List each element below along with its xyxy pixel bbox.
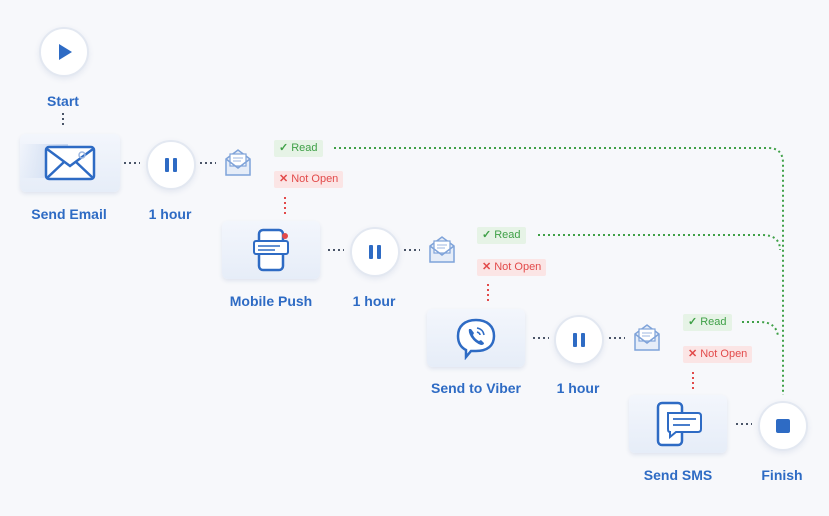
not-open-badge-2: ✕Not Open [477,259,547,276]
sms-phone-icon [656,401,702,447]
mobile-push-node[interactable] [222,221,320,279]
send-viber-label: Send to Viber [431,380,521,396]
read-badge-3: ✓Read [683,314,732,331]
not-open-badge-3: ✕Not Open [683,346,753,363]
read-badge-2: ✓Read [477,227,526,244]
viber-icon [456,318,496,360]
open-check-icon [225,149,251,176]
pause-icon [369,245,381,259]
wait-label-3: 1 hour [556,380,600,396]
pause-icon [573,333,585,347]
read-path-2 [538,234,781,251]
stop-icon [776,419,790,433]
send-sms-node[interactable] [629,395,727,453]
open-check-icon [429,236,455,263]
not-open-badge-1: ✕Not Open [274,171,344,188]
read-path-3 [742,321,779,337]
start-node[interactable] [39,27,89,77]
send-email-label: Send Email [31,206,107,222]
send-viber-node[interactable] [427,309,525,367]
envelope-icon [44,145,96,181]
send-email-node[interactable] [20,134,120,192]
send-sms-label: Send SMS [643,467,713,483]
finish-label: Finish [761,467,803,483]
finish-node[interactable] [758,401,808,451]
start-label: Start [47,93,79,109]
read-path-1 [334,147,784,395]
wait-node-2[interactable] [350,227,400,277]
wait-node-1[interactable] [146,140,196,190]
mobile-push-icon [253,228,289,272]
wait-label-2: 1 hour [352,293,396,309]
pause-icon [165,158,177,172]
wait-node-3[interactable] [554,315,604,365]
wait-label-1: 1 hour [148,206,192,222]
mobile-push-label: Mobile Push [229,293,313,309]
open-check-icon [634,324,660,351]
play-icon [59,44,72,60]
read-badge-1: ✓Read [274,140,323,157]
